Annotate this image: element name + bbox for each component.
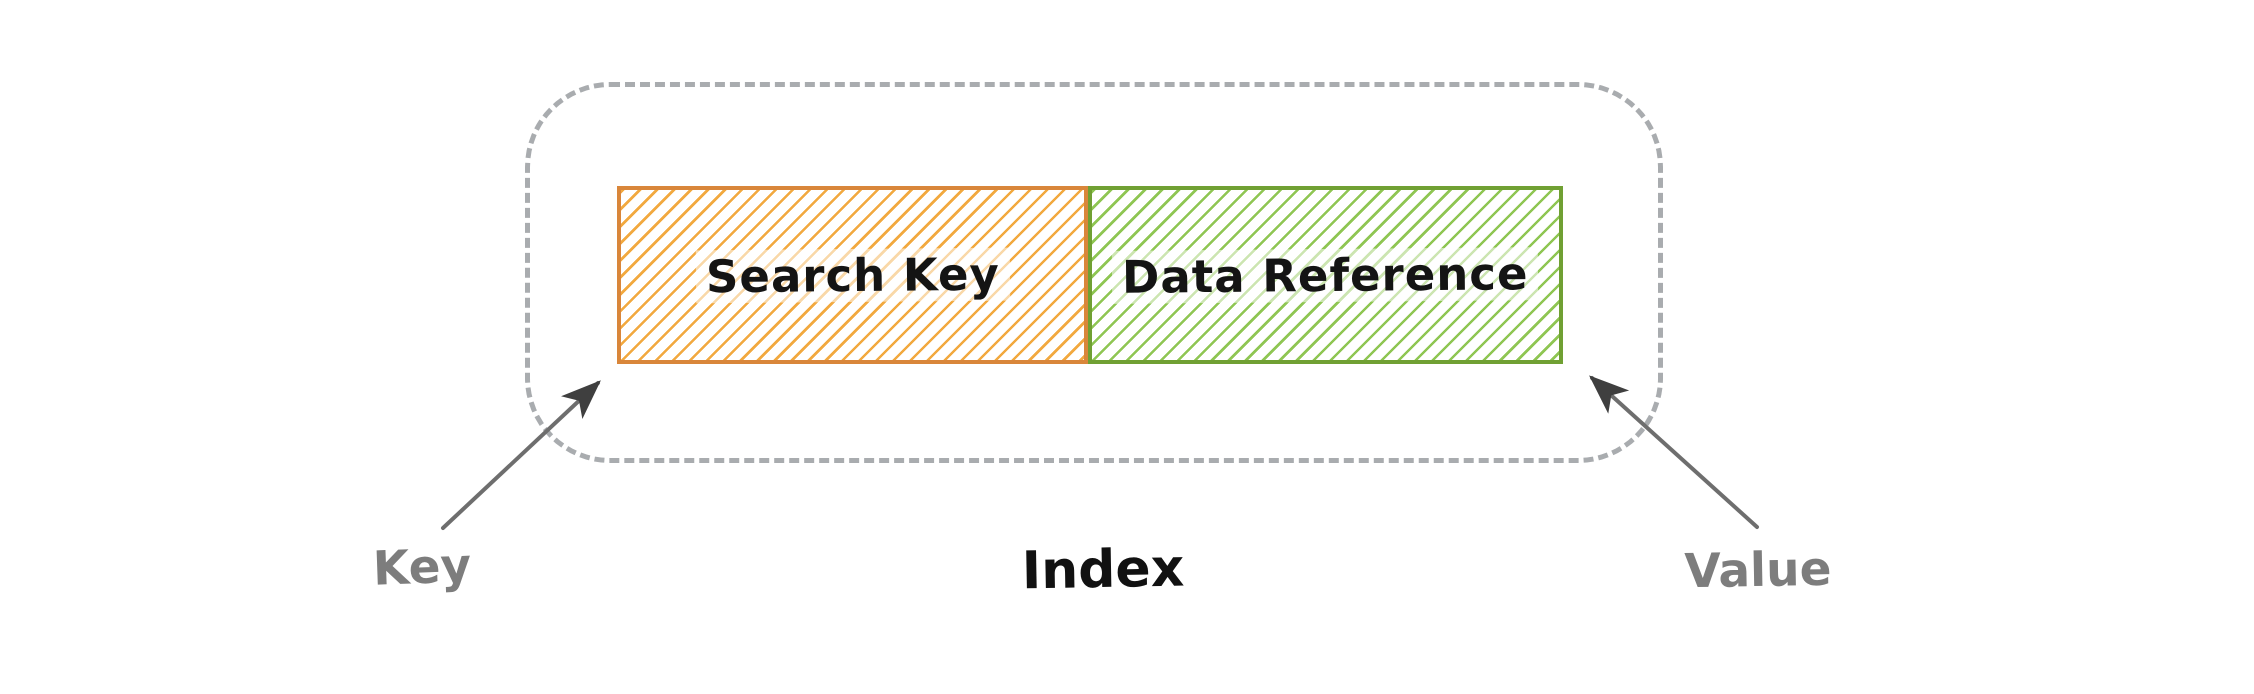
search-key-cell-label: Search Key <box>695 247 1010 303</box>
index-title-label: Index <box>1021 538 1185 602</box>
value-callout-label: Value <box>1684 541 1832 600</box>
data-reference-cell: Data Reference <box>1088 186 1563 364</box>
data-reference-cell-label: Data Reference <box>1112 246 1539 304</box>
key-callout-label: Key <box>372 538 472 597</box>
search-key-cell: Search Key <box>617 186 1088 364</box>
index-dashed-container <box>525 82 1663 463</box>
